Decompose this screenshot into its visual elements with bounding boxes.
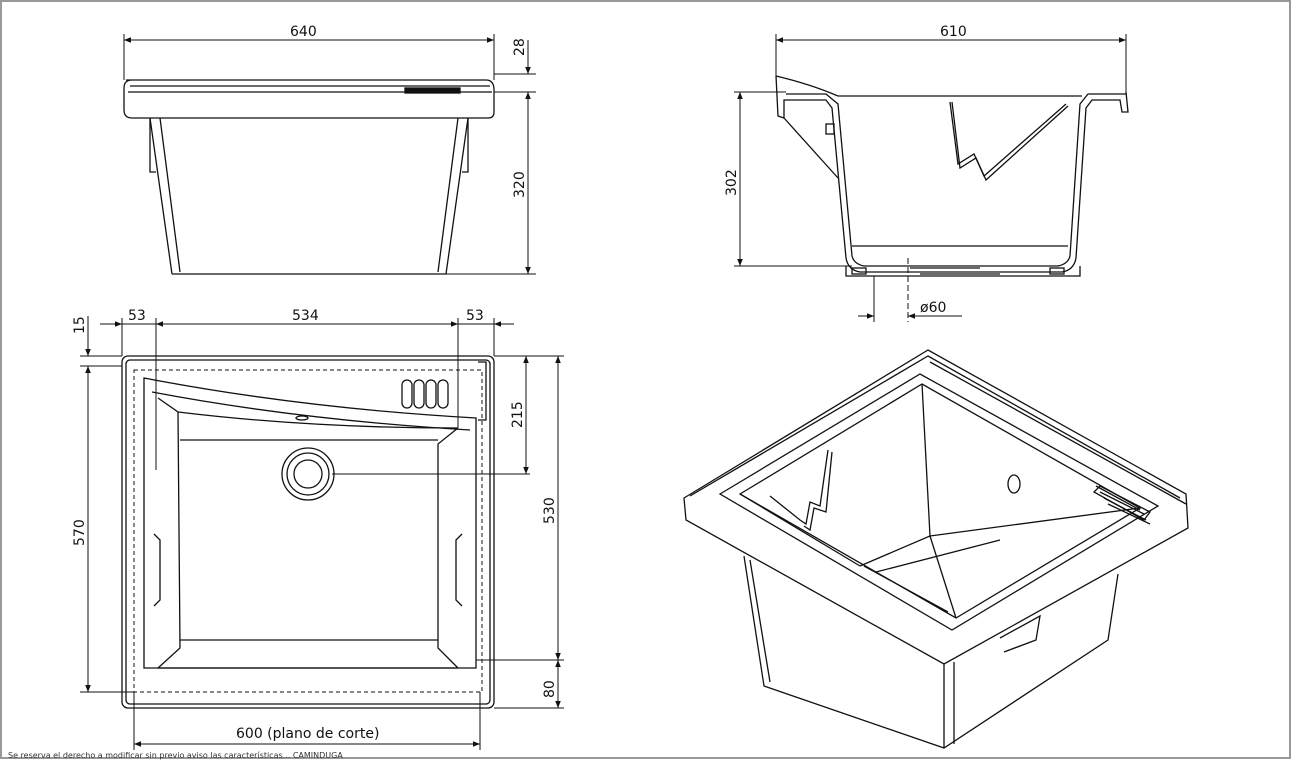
plan-view-dimensions <box>80 316 564 750</box>
dim-drain-offset: 215 <box>510 401 526 428</box>
plan-view <box>121 355 495 709</box>
front-view <box>123 79 495 275</box>
dim-top-width: 640 <box>290 24 317 40</box>
dim-section-width: 610 <box>940 24 967 40</box>
section-view <box>775 75 1129 277</box>
dim-front-offset: 80 <box>542 680 558 698</box>
dim-overall-depth: 570 <box>72 519 88 546</box>
dim-side-left: 53 <box>128 308 146 324</box>
dim-rim-offset: 15 <box>72 316 88 334</box>
isometric-view <box>683 349 1189 749</box>
dim-cut-width: 600 (plano de corte) <box>236 726 379 742</box>
dim-inner-width: 534 <box>292 308 319 324</box>
dim-drain-diameter: ø60 <box>920 300 946 316</box>
section-view-dimensions <box>734 34 1127 322</box>
dim-inner-depth: 530 <box>542 497 558 524</box>
dim-side-right: 53 <box>466 308 484 324</box>
front-view-dimensions <box>123 34 536 275</box>
footnote: Se reserva el derecho a modificar sin pr… <box>8 751 343 760</box>
dim-section-height: 302 <box>724 169 740 196</box>
dim-basin-height: 320 <box>512 171 528 198</box>
dim-rim-height: 28 <box>512 38 528 56</box>
